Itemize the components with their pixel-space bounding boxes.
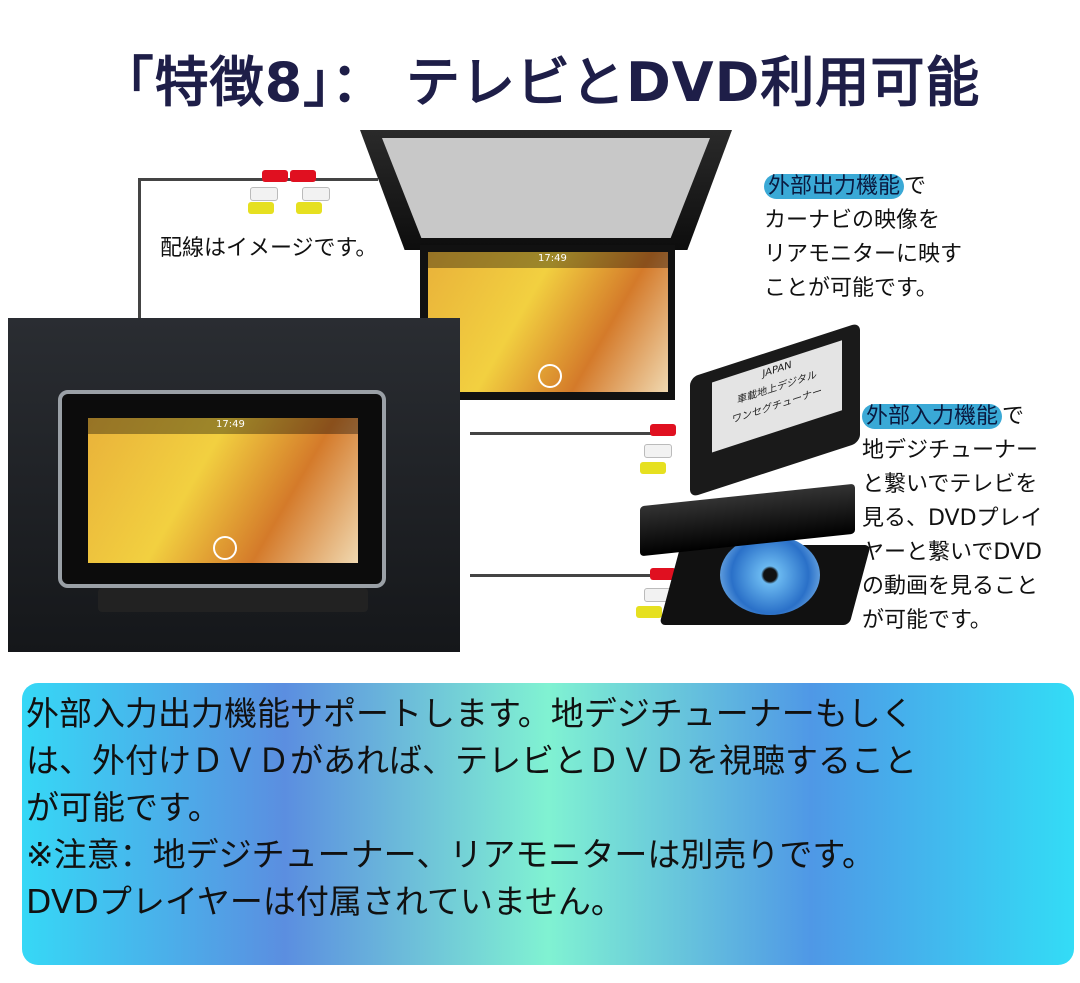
callout-line: で bbox=[904, 174, 927, 199]
callout-line: が可能です。 bbox=[862, 608, 992, 633]
car-dashboard-image: 17:49 bbox=[8, 318, 460, 652]
callout-line: 地デジチューナー bbox=[862, 438, 1039, 463]
callout-line: で bbox=[1002, 404, 1025, 429]
callout-line: カーナビの映像を bbox=[764, 208, 941, 233]
callout-line: ことが可能です。 bbox=[764, 276, 938, 301]
screen-time: 17:49 bbox=[538, 253, 567, 264]
callout-line: ヤーと繋いでDVD bbox=[862, 540, 1042, 565]
input-callout: 外部入力機能で 地デジチューナー と繋いでテレビを 見る、DVDプレイ ヤーと繋… bbox=[862, 400, 1043, 638]
callout-line: 見る、DVDプレイ bbox=[862, 506, 1043, 531]
output-highlight: 外部出力機能 bbox=[764, 174, 905, 199]
output-callout: 外部出力機能で カーナビの映像を リアモニターに映す ことが可能です。 bbox=[764, 170, 962, 306]
page-title: 「特徴8」： テレビとDVD利用可能 bbox=[99, 51, 981, 114]
screen-time: 17:49 bbox=[216, 419, 245, 430]
callout-line: リアモニターに映す bbox=[764, 242, 963, 267]
description-panel bbox=[22, 683, 1074, 965]
callout-line: と繋いでテレビを bbox=[862, 472, 1038, 497]
description-line: は、外付けＤＶＤがあれば、テレビとＤＶＤを視聴すること bbox=[26, 741, 917, 780]
description-line: ※注意：地デジチューナー、リアモニターは別売りです。 bbox=[26, 835, 876, 874]
rear-monitor-image: 17:49 bbox=[360, 130, 732, 400]
description-line: が可能です。 bbox=[26, 788, 221, 827]
description-line: DVDプレイヤーは付属されていません。 bbox=[26, 882, 624, 921]
dvd-player-image bbox=[640, 483, 871, 630]
wiring-note: 配線はイメージです。 bbox=[160, 236, 378, 261]
description-line: 外部入力出力機能サポートします。地デジチューナーもしく bbox=[26, 694, 914, 733]
description-text: 外部入力出力機能サポートします。地デジチューナーもしく は、外付けＤＶＤがあれば… bbox=[26, 690, 1076, 925]
callout-line: の動画を見ること bbox=[862, 574, 1039, 599]
input-highlight: 外部入力機能 bbox=[862, 404, 1003, 429]
